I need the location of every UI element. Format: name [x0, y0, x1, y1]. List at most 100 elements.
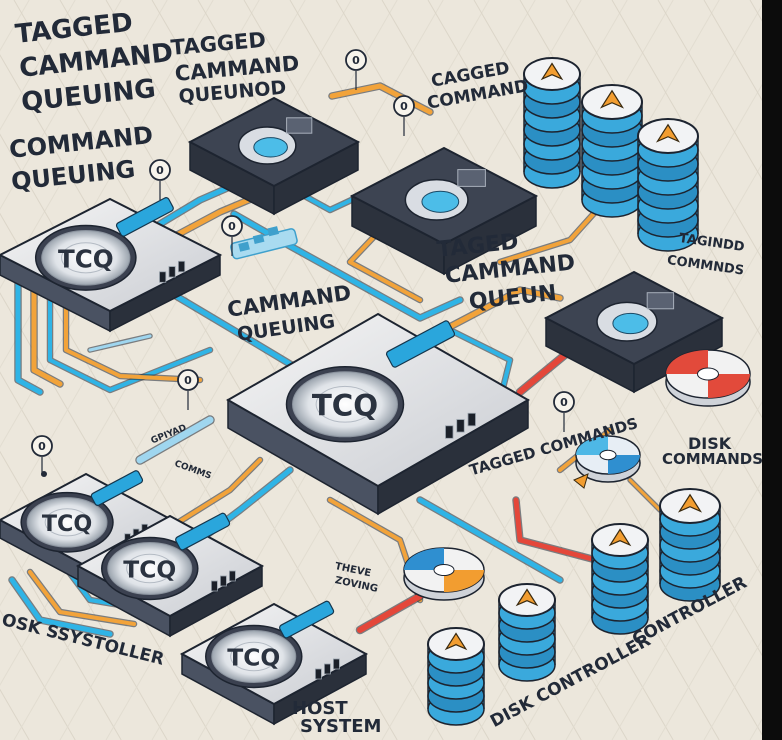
grid-line: [0, 609, 76, 740]
disc-orange-slice: [404, 548, 444, 570]
cable-bottom-left-orange: [28, 570, 136, 626]
cable-left-4: [64, 298, 202, 382]
cable-bottom-left-blue: [9, 577, 113, 637]
drive-tcq-left-port: [177, 260, 186, 273]
drive-dark-mid-chip: [457, 169, 486, 187]
drive-tcq-center-tag: [385, 320, 456, 368]
storage-stack-1-star-icon: [540, 62, 564, 81]
cable-left-3: [48, 294, 212, 392]
storage-stack-2: [581, 84, 643, 218]
callout-number: 0: [560, 396, 568, 409]
drive-tcq-bottom-port: [332, 658, 340, 670]
drive-dark-right-chip: [646, 292, 675, 310]
drive-tcq-center-platter-label: TCQ: [312, 389, 378, 423]
drive-tcq-bottom-mid-platter: TCQ: [101, 536, 199, 601]
arrow-icon: [573, 473, 589, 489]
callout-circle: [149, 159, 171, 181]
cable-drive-top-2: [157, 193, 261, 247]
callout-badge: 0: [177, 369, 199, 410]
drive-tcq-bottom-left-platter-disc: [26, 497, 108, 548]
disc-orange: [403, 547, 485, 601]
drive-tcq-bottom-mid-tag: [175, 512, 231, 551]
disc-orange-hub: [433, 564, 455, 576]
drive-dark-top-chip: [286, 117, 313, 134]
callout-number: 0: [184, 374, 192, 387]
disc-orange-slice: [444, 570, 484, 592]
callout-number: 0: [156, 164, 164, 177]
grid-line: [0, 0, 76, 131]
drive-tcq-bottom-port: [314, 668, 322, 680]
grid-line: [0, 0, 214, 369]
storage-stack-5: [591, 523, 649, 635]
drive-tcq-bottom-mid-port: [210, 580, 218, 592]
drive-tcq-bottom-left-platter: TCQ: [20, 491, 114, 553]
cable-controller-blue: [417, 497, 563, 583]
disc-blue-slice: [608, 455, 640, 474]
drive-tcq-bottom-port: [323, 663, 331, 675]
storage-stack-7-star-icon: [444, 632, 468, 651]
drive-tcq-left-platter: TCQ: [34, 224, 137, 291]
callout-circle: [221, 215, 243, 237]
drive-tcq-bottom-mid-platter-disc: [107, 542, 193, 595]
storage-stack-4: [659, 488, 721, 602]
callout-badge: 0: [221, 215, 243, 256]
cable-right-orange: [437, 287, 563, 335]
callout-badge: 0: [31, 435, 53, 476]
grid-line: [657, 0, 782, 215]
storage-stack-1: [523, 57, 581, 189]
drive-tcq-left-port: [168, 266, 176, 278]
drive-tcq-left-tag: [115, 197, 174, 237]
cable-center-blue-2: [173, 293, 303, 373]
cable-left-2: [31, 287, 63, 387]
cable-center-blue: [231, 211, 463, 321]
faint-tag-dot: [252, 233, 265, 245]
callout-circle: [345, 49, 367, 71]
drive-tcq-bottom-left-tag: [90, 470, 144, 506]
storage-stack-6: [498, 583, 556, 682]
callout-number: 0: [400, 100, 408, 113]
drive-tcq-left-platter-label: TCQ: [58, 244, 114, 273]
drive-tcq-center-platter-disc: [292, 371, 398, 438]
label-host: HOST: [292, 698, 348, 719]
frame-edge: [762, 0, 782, 740]
storage-stack-5-star-icon: [608, 528, 632, 547]
drive-tcq-bottom-mid-platter-ring: [126, 553, 174, 584]
drive-tcq-bottom-mid-platter-label: TCQ: [123, 556, 176, 584]
storage-stack-4-star-icon: [677, 493, 703, 513]
grid-line: [0, 0, 122, 210]
cable-host-red: [357, 593, 423, 633]
callout-number: 0: [228, 220, 236, 233]
label-commands-right: COMMANDS: [662, 450, 764, 468]
disc-blue: [575, 435, 641, 483]
disc-blue-hub: [599, 449, 617, 461]
drive-dark-right-disc: [612, 312, 649, 335]
grid-line: [657, 525, 782, 740]
grid-line: [0, 0, 168, 290]
storage-stack-2-star-icon: [599, 89, 625, 109]
cable-faint-blue-2: [88, 334, 152, 352]
disc-red-hub: [697, 367, 719, 381]
callout-number: 0: [38, 440, 46, 453]
grid-line: [0, 530, 122, 740]
callout-circle: [553, 391, 575, 413]
drive-tcq-bottom-platter-label: TCQ: [227, 644, 280, 672]
label-system: SYSTEM: [300, 716, 382, 737]
drive-tcq-left-port: [159, 271, 167, 283]
callout-badge: 0: [553, 391, 575, 432]
drive-dark-mid-disc: [421, 190, 460, 213]
faint-tag-dot: [267, 226, 279, 237]
drive-dark-top-disc: [253, 137, 288, 158]
callout-circle: [31, 435, 53, 457]
cable-drive-top: [147, 183, 235, 233]
drive-tcq-center-platter-ring: [315, 385, 375, 423]
drive-tcq-bottom-platter-ring: [230, 641, 278, 672]
callout-number: 0: [352, 54, 360, 67]
label-disk: DISK: [688, 434, 732, 453]
drive-tcq-bottom-platter-disc: [211, 630, 297, 683]
drive-tcq-bottom-platter: TCQ: [205, 624, 303, 689]
disc-red-slice: [666, 350, 708, 374]
cable-controller-red: [513, 497, 599, 563]
callout-dot: [41, 471, 47, 477]
drive-tcq-bottom-left-platter-ring: [44, 508, 90, 537]
